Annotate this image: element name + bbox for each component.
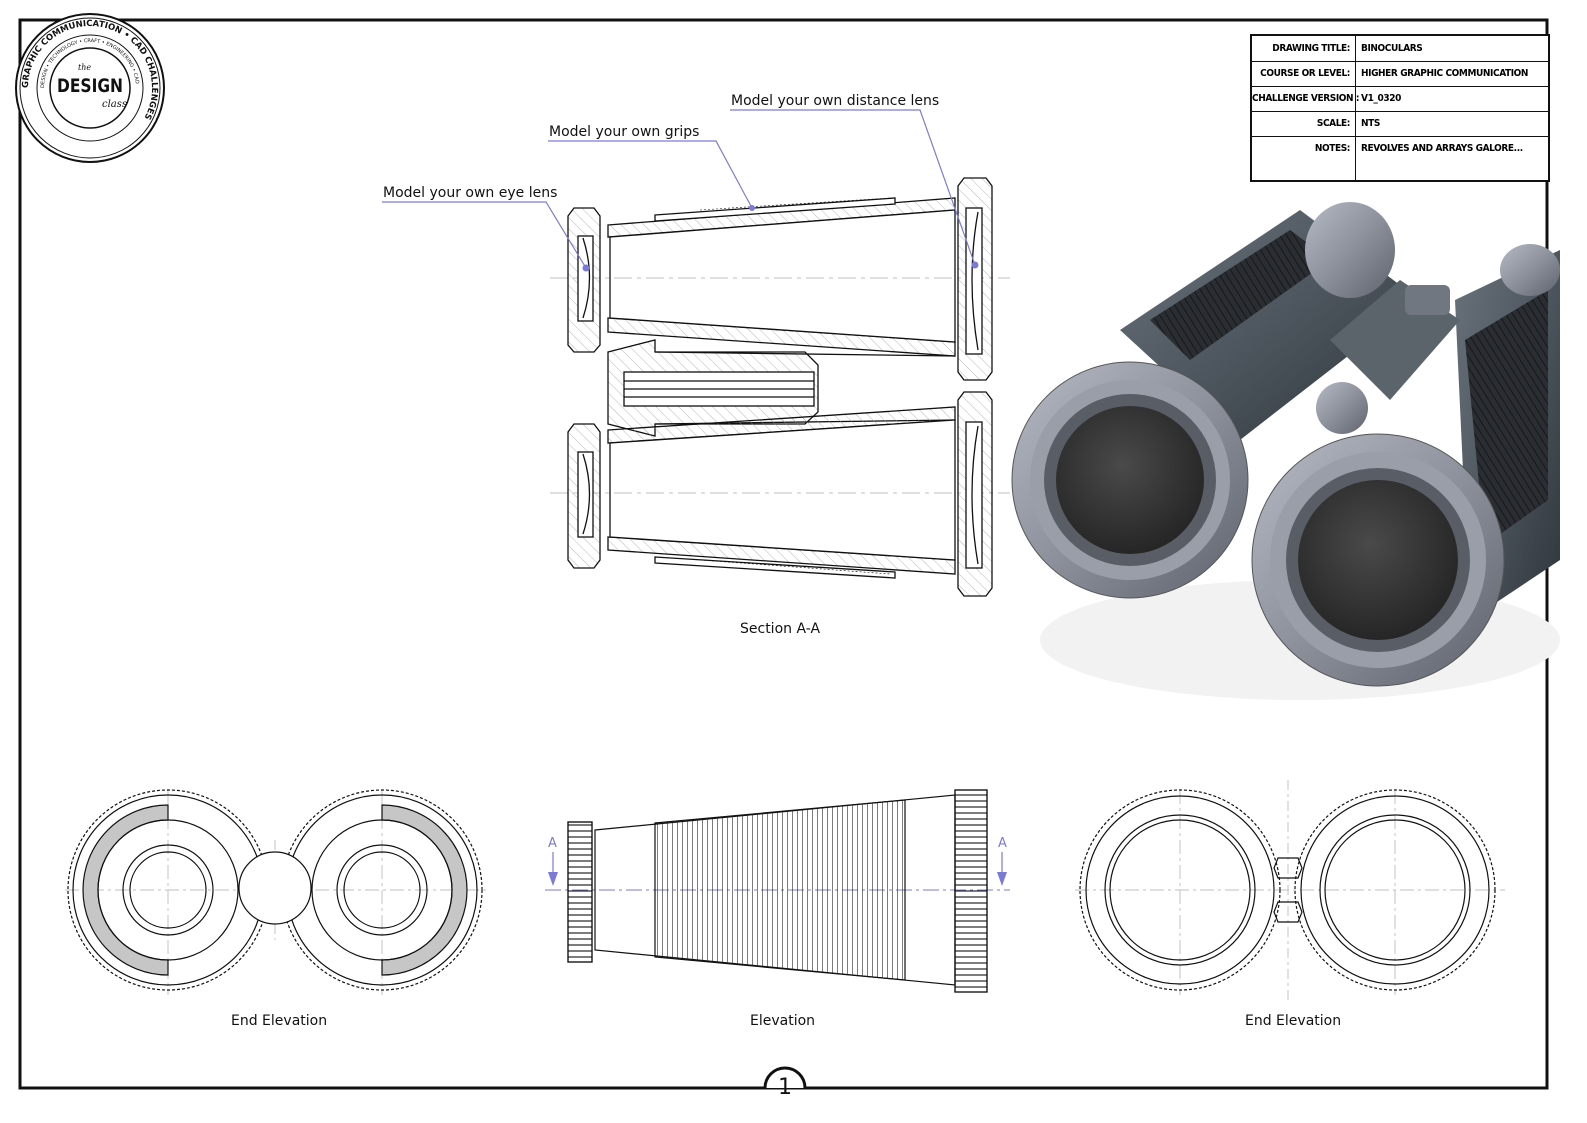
- title-block-value: NTS: [1361, 118, 1380, 129]
- title-block-label: CHALLENGE VERSION :: [1252, 86, 1359, 111]
- binoculars-render: [1011, 202, 1560, 700]
- section-a-a-label: Section A-A: [740, 621, 821, 637]
- note-grips: Model your own grips: [549, 124, 700, 140]
- end-elevation-right-view: [1075, 780, 1505, 1000]
- title-block-row-scale: SCALE: NTS: [1252, 111, 1548, 137]
- title-block-value: REVOLVES AND ARRAYS GALORE...: [1361, 143, 1523, 154]
- title-block-divider: [1355, 161, 1356, 182]
- title-block-label: DRAWING TITLE:: [1252, 36, 1356, 61]
- logo-script-word: class: [102, 99, 127, 110]
- title-block-label: SCALE:: [1252, 111, 1356, 136]
- note-eye-lens: Model your own eye lens: [383, 185, 558, 201]
- annotation-leaders: [382, 109, 976, 269]
- title-block-value: V1_0320: [1361, 93, 1401, 104]
- title-block-label: NOTES:: [1252, 136, 1356, 161]
- design-class-logo: GRAPHIC COMMUNICATION • CAD CHALLENGES D…: [15, 13, 165, 163]
- logo-small-word: the: [78, 63, 91, 72]
- elevation-label: Elevation: [750, 1013, 816, 1029]
- section-marker-right: A: [998, 836, 1007, 851]
- title-block-row-version: CHALLENGE VERSION : V1_0320: [1252, 86, 1548, 112]
- note-distance-lens: Model your own distance lens: [731, 93, 940, 109]
- title-block-label: COURSE OR LEVEL:: [1252, 61, 1356, 86]
- title-block-value: HIGHER GRAPHIC COMMUNICATION: [1361, 68, 1529, 79]
- page-number: 1: [778, 1075, 792, 1100]
- end-elevation-left-label: End Elevation: [231, 1013, 328, 1029]
- logo-main-word: DESIGN: [57, 75, 123, 97]
- end-elevation-left-view: [65, 789, 490, 995]
- section-a-a-view: [550, 177, 1010, 597]
- end-elevation-right-label: End Elevation: [1245, 1013, 1342, 1029]
- title-block-row-course: COURSE OR LEVEL: HIGHER GRAPHIC COMMUNIC…: [1252, 61, 1548, 87]
- title-block: DRAWING TITLE: BINOCULARS COURSE OR LEVE…: [1250, 34, 1550, 182]
- title-block-row-notes: NOTES: REVOLVES AND ARRAYS GALORE...: [1252, 136, 1548, 161]
- title-block-value: BINOCULARS: [1361, 43, 1423, 54]
- title-block-row-drawing-title: DRAWING TITLE: BINOCULARS: [1252, 36, 1548, 62]
- section-marker-left: A: [548, 836, 557, 851]
- annotation-dots: [582, 205, 979, 272]
- elevation-view: [545, 789, 1010, 993]
